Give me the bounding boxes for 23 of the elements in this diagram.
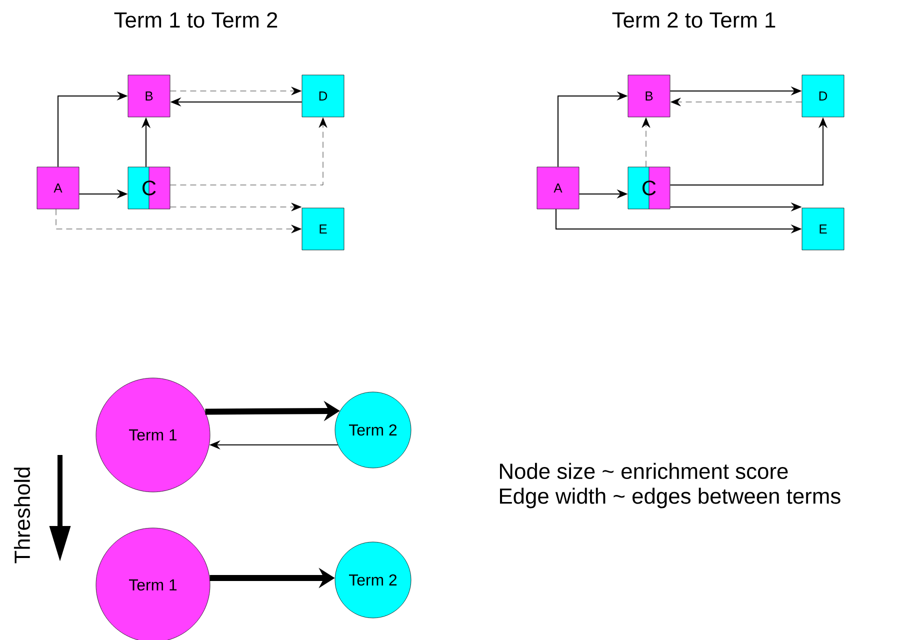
square-node: D bbox=[802, 74, 844, 118]
square-node: E bbox=[802, 208, 844, 250]
panel-title: Term 1 to Term 2 bbox=[114, 12, 278, 28]
circle-node: Term 2 bbox=[334, 392, 412, 468]
circle-node: Term 1 bbox=[96, 528, 210, 640]
note: Edge width ~ edges between terms bbox=[500, 488, 840, 508]
square-node: A bbox=[36, 166, 80, 210]
square-node: A bbox=[536, 166, 580, 210]
square-node: B bbox=[628, 74, 670, 118]
arrow bbox=[170, 86, 302, 96]
axis-label: Threshold bbox=[14, 468, 30, 564]
square-node: D bbox=[302, 74, 344, 118]
square-node: B bbox=[128, 74, 170, 118]
note: Node size ~ enrichment score bbox=[500, 462, 788, 480]
panel-title: Term 2 to Term 1 bbox=[612, 12, 776, 28]
square-node: E bbox=[302, 208, 344, 250]
arrow bbox=[170, 118, 328, 186]
arrow bbox=[56, 208, 302, 234]
circle-node: Term 1 bbox=[96, 378, 210, 492]
arrow bbox=[642, 118, 650, 167]
circle-node: Term 2 bbox=[334, 542, 412, 618]
arrow bbox=[170, 202, 302, 212]
arrow bbox=[670, 98, 802, 106]
